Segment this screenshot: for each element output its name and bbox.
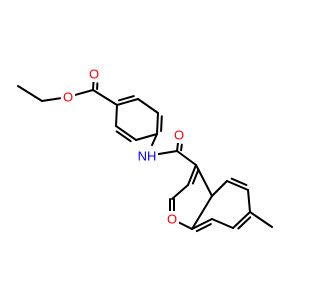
bond-layer — [17, 81, 273, 233]
bond-oR-c9a — [178, 221, 193, 230]
bond-c9a-c9-b — [195, 223, 212, 233]
atom-label-ester-o-single: O — [63, 90, 73, 105]
bond-c9-c8 — [211, 218, 234, 229]
bond-cC-oD-a — [92, 81, 95, 91]
bond-a6-a1-b — [118, 95, 135, 102]
atom-label-amide-nh: NH — [138, 149, 157, 164]
bond-c6-c5a-b — [230, 177, 248, 186]
bond-c5-c4-b — [191, 168, 200, 185]
atom-bg-amide-nh — [136, 148, 158, 164]
bond-a6-a1-a — [116, 98, 139, 106]
bond-a4-a5-b — [160, 115, 163, 132]
atom-label-ring-o: O — [167, 212, 177, 227]
atom-bg-ester-o-single — [61, 89, 75, 105]
bond-c4-c3 — [171, 184, 189, 200]
bond-cC-a1 — [92, 89, 118, 106]
bond-c8-c7-b — [237, 216, 252, 230]
bond-cA-oA-a — [176, 141, 179, 152]
bond-cA-oA-b — [180, 143, 183, 152]
bond-a2-a3-a — [115, 125, 137, 141]
bond-a4-nh — [151, 133, 158, 147]
atom-bg-ester-o-double — [87, 66, 101, 82]
bond-oS-cC — [74, 89, 94, 96]
molecule-structure: O O O NH O — [17, 66, 273, 233]
atom-label-ester-o-double: O — [89, 67, 99, 82]
bond-a4-a5-a — [156, 112, 159, 135]
atom-label-layer: O O O NH O — [61, 66, 186, 227]
atom-bg-amide-o — [172, 127, 186, 143]
atom-label-amide-o: O — [174, 128, 184, 143]
bond-cA-c5 — [176, 150, 197, 166]
bond-ch3e-ch2 — [17, 85, 43, 102]
bond-a5-a6 — [137, 98, 159, 114]
bond-a2-a3-b — [115, 130, 132, 143]
bond-c7-c6 — [247, 189, 251, 213]
bond-a1-a2 — [115, 104, 118, 127]
bond-c9a-c9-a — [191, 218, 213, 230]
bond-c6-c5a-a — [226, 180, 249, 191]
bond-c9a-c4a — [191, 195, 213, 230]
bond-c4a-c5a — [211, 180, 228, 197]
bond-a3-a4 — [135, 133, 158, 141]
bond-c5-c4-a — [187, 164, 197, 186]
bond-c8-c7-a — [232, 211, 251, 229]
atom-bg-ring-o — [165, 211, 179, 227]
bond-c7-ch3 — [249, 211, 273, 228]
bond-ch2-oS — [41, 97, 62, 102]
bond-nh-cA — [157, 150, 178, 155]
